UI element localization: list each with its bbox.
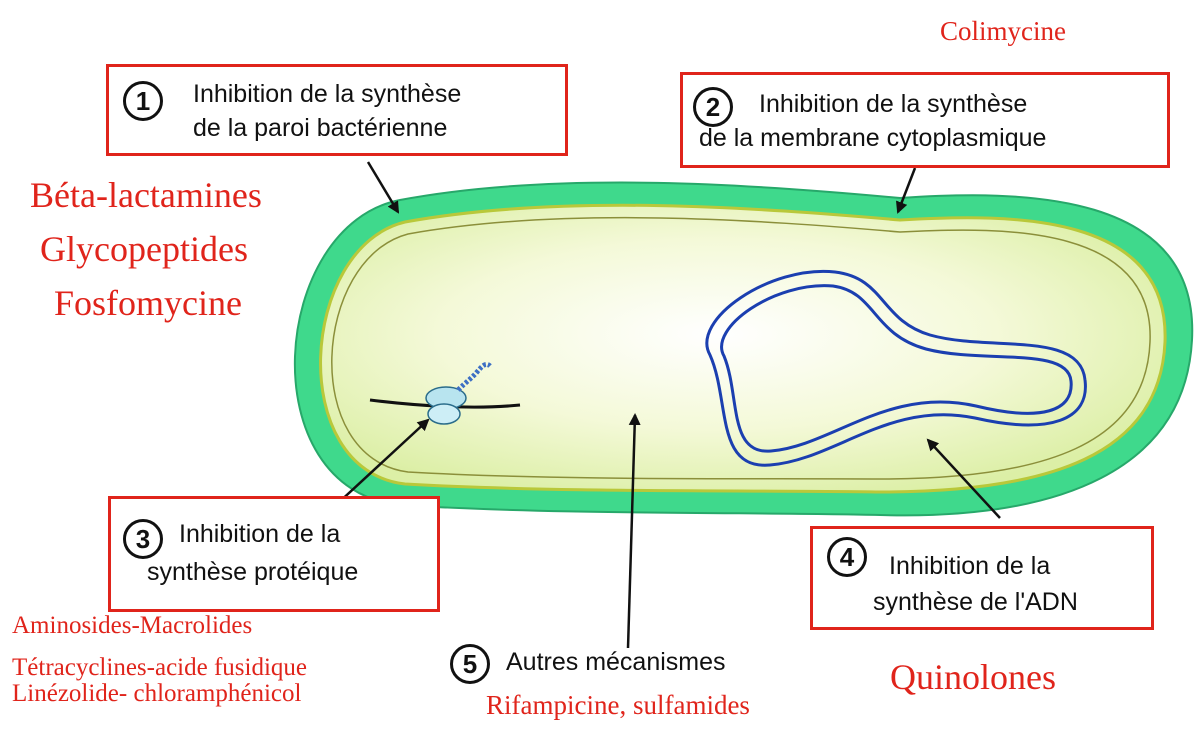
- mechanism-3-line1: Inhibition de la: [179, 520, 341, 548]
- mechanism-box-protein: 3 Inhibition de la synthèse protéique: [108, 496, 440, 612]
- mechanism-number-4: 4: [827, 537, 867, 577]
- drug-linezolide-chloramphenicol: Linézolide- chloramphénicol: [12, 680, 302, 707]
- cytoplasm: [319, 203, 1167, 494]
- dna-outer-strand: [705, 269, 1087, 467]
- mechanism-number-5: 5: [450, 644, 490, 684]
- ribosome-small-subunit: [427, 403, 461, 425]
- arrow-to-dna: [926, 438, 1001, 519]
- mechanism-box-cell-wall: 1 Inhibition de la synthèse de la paroi …: [106, 64, 568, 156]
- drug-beta-lactamines: Béta-lactamines: [30, 175, 262, 215]
- mechanism-3-line2: synthèse protéique: [147, 558, 359, 586]
- mechanism-2-line2: de la membrane cytoplasmique: [699, 124, 1047, 152]
- arrow-to-membrane: [896, 167, 917, 214]
- mechanism-1-line2: de la paroi bactérienne: [193, 114, 448, 142]
- peptide-chain: [456, 361, 492, 392]
- drug-aminosides-macrolides: Aminosides-Macrolides: [12, 612, 253, 639]
- mechanism-2-line1: Inhibition de la synthèse: [759, 90, 1028, 118]
- mechanism-4-line1: Inhibition de la: [889, 552, 1051, 580]
- mechanism-box-membrane: 2 Inhibition de la synthèse de la membra…: [680, 72, 1170, 168]
- drug-quinolones: Quinolones: [890, 657, 1056, 697]
- mechanism-5-label: Autres mécanismes: [506, 648, 726, 676]
- drug-colimycine: Colimycine: [940, 16, 1066, 46]
- drug-glycopeptides: Glycopeptides: [40, 229, 248, 269]
- drug-tetracyclines-acide-fusidique: Tétracyclines-acide fusidique: [12, 654, 307, 681]
- dna-inner-strand: [720, 284, 1073, 453]
- mechanism-number-1: 1: [123, 81, 163, 121]
- mechanism-box-dna: 4 Inhibition de la synthèse de l'ADN: [810, 526, 1154, 630]
- drug-fosfomycine: Fosfomycine: [54, 283, 242, 323]
- mechanism-1-line1: Inhibition de la synthèse: [193, 80, 462, 108]
- mechanism-number-2: 2: [693, 87, 733, 127]
- arrow-other-mechanisms: [626, 413, 641, 649]
- arrow-to-cell-wall: [366, 161, 400, 214]
- cytoplasmic-membrane: [331, 216, 1151, 480]
- arrow-to-ribosome: [335, 418, 430, 506]
- mechanism-number-3: 3: [123, 519, 163, 559]
- mechanism-4-line2: synthèse de l'ADN: [873, 588, 1078, 616]
- drug-rifampicine-sulfamides: Rifampicine, sulfamides: [486, 690, 750, 720]
